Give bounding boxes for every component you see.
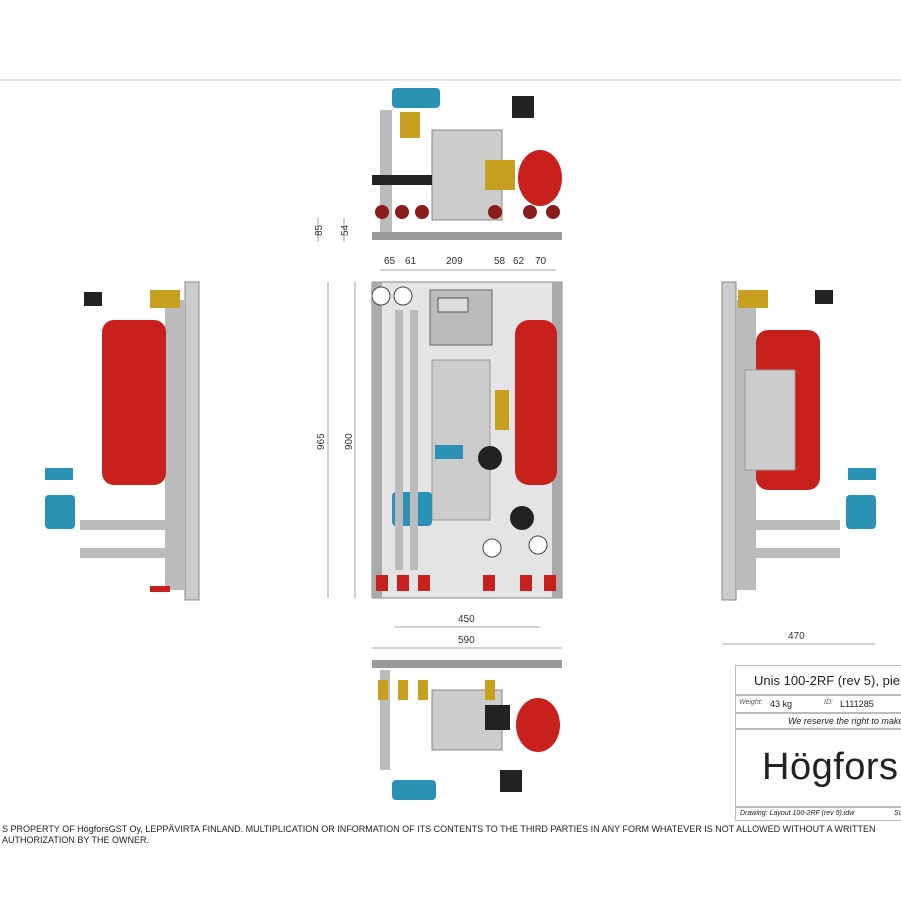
drawing-part [721,281,737,601]
drawing-part [165,300,185,590]
drawing-part [523,205,537,219]
actuator-icon [45,495,75,529]
drawing-part [745,520,840,530]
dimension-label: 470 [788,631,805,642]
drawing-part [395,205,409,219]
pressure-gauge-icon [528,535,548,555]
left-side-view [45,281,200,601]
pump-icon [478,446,502,470]
display-screen [437,297,469,313]
dimension-label: 965 [316,433,327,450]
scale-label: Sc [894,810,901,817]
valve-icon [495,390,509,430]
actuator-icon [435,445,463,459]
drawing-part [546,205,560,219]
dimension-label: 61 [405,256,417,267]
drawing-part [410,310,418,570]
pipe [380,110,392,232]
dimension-lines [317,218,875,649]
drawing-label: Drawing: [740,810,768,817]
heat-exchanger [744,369,796,471]
drawing-part [544,575,556,591]
pump-icon [510,506,534,530]
drawing-part [745,548,840,558]
dimension-label: 58 [494,256,506,267]
actuator-icon [392,88,440,108]
id-value: L111285 [840,699,874,709]
dimension-label: 70 [535,256,547,267]
pump-icon [485,705,510,730]
valve-icon [400,112,420,138]
heat-exchanger [431,359,491,521]
expansion-tank-icon [102,320,166,485]
drawing-part [488,205,502,219]
dimension-label: 450 [458,614,475,625]
dimension-label: 209 [446,256,463,267]
actuator-icon [392,780,436,800]
drawing-part [372,660,562,668]
actuator-icon [45,468,73,480]
dimension-label: 65 [384,256,396,267]
drawing-part [380,670,390,770]
expansion-tank-icon [515,320,557,485]
actuator-icon [846,495,876,529]
drawing-part [395,310,403,570]
expansion-tank-icon [516,698,560,752]
actuator-icon [848,468,876,480]
drawing-part [372,282,382,598]
drawing-part [415,205,429,219]
drawing-part [150,586,170,592]
pressure-gauge-icon [393,286,413,306]
pressure-gauge-icon [482,538,502,558]
company-logo: Högfors [735,729,901,807]
dimension-label: 62 [513,256,525,267]
valve-icon [150,290,180,308]
drawing-part [398,680,408,700]
drawing-part [418,680,428,700]
pressure-gauge-icon [371,286,391,306]
drawing-part [376,575,388,591]
right-side-view [721,281,876,601]
bottom-view [372,660,562,800]
drawing-part [378,680,495,700]
controller-box [512,96,534,118]
id-label: ID: [824,699,833,706]
valve-icon [485,160,515,190]
drawing-part [375,205,560,219]
drawing-part [375,205,389,219]
weight-label: Weight: [739,699,763,706]
fitting [372,175,432,185]
drawing-part [378,680,388,700]
dimension-label: 54 [340,224,351,236]
disclaimer-note: We reserve the right to make [735,713,901,729]
controller-box [500,770,522,792]
dimension-label: 85 [314,224,325,236]
front-view [371,281,563,599]
drawing-part [485,680,495,700]
drawing-part [418,575,430,591]
valve-icon [738,290,768,308]
drawing-part [184,281,200,601]
drawing-title: Unis 100-2RF (rev 5), pie [735,665,901,695]
drawing-part [84,292,102,306]
drawing-part [376,575,556,591]
drawing-value: Layout 100-2RF (rev 5).idw [769,810,855,817]
top-view [372,88,562,240]
dimension-label: 590 [458,635,475,646]
weight-value: 43 kg [770,699,793,709]
dimension-label: 900 [344,433,355,450]
drawing-part [80,548,175,558]
drawing-part [397,575,409,591]
drawing-part [80,520,175,530]
copyright-footer: S PROPERTY OF HögforsGST Oy, LEPPÄVIRTA … [2,824,876,845]
drawing-file-row: Drawing: Layout 100-2RF (rev 5).idw Sc [735,807,901,821]
drawing-part [815,290,833,304]
weight-id-row: Weight: 43 kg ID: L111285 [735,695,901,713]
drawing-part [520,575,532,591]
mounting-rail [372,232,562,240]
expansion-tank-icon [518,150,562,206]
drawing-part [483,575,495,591]
